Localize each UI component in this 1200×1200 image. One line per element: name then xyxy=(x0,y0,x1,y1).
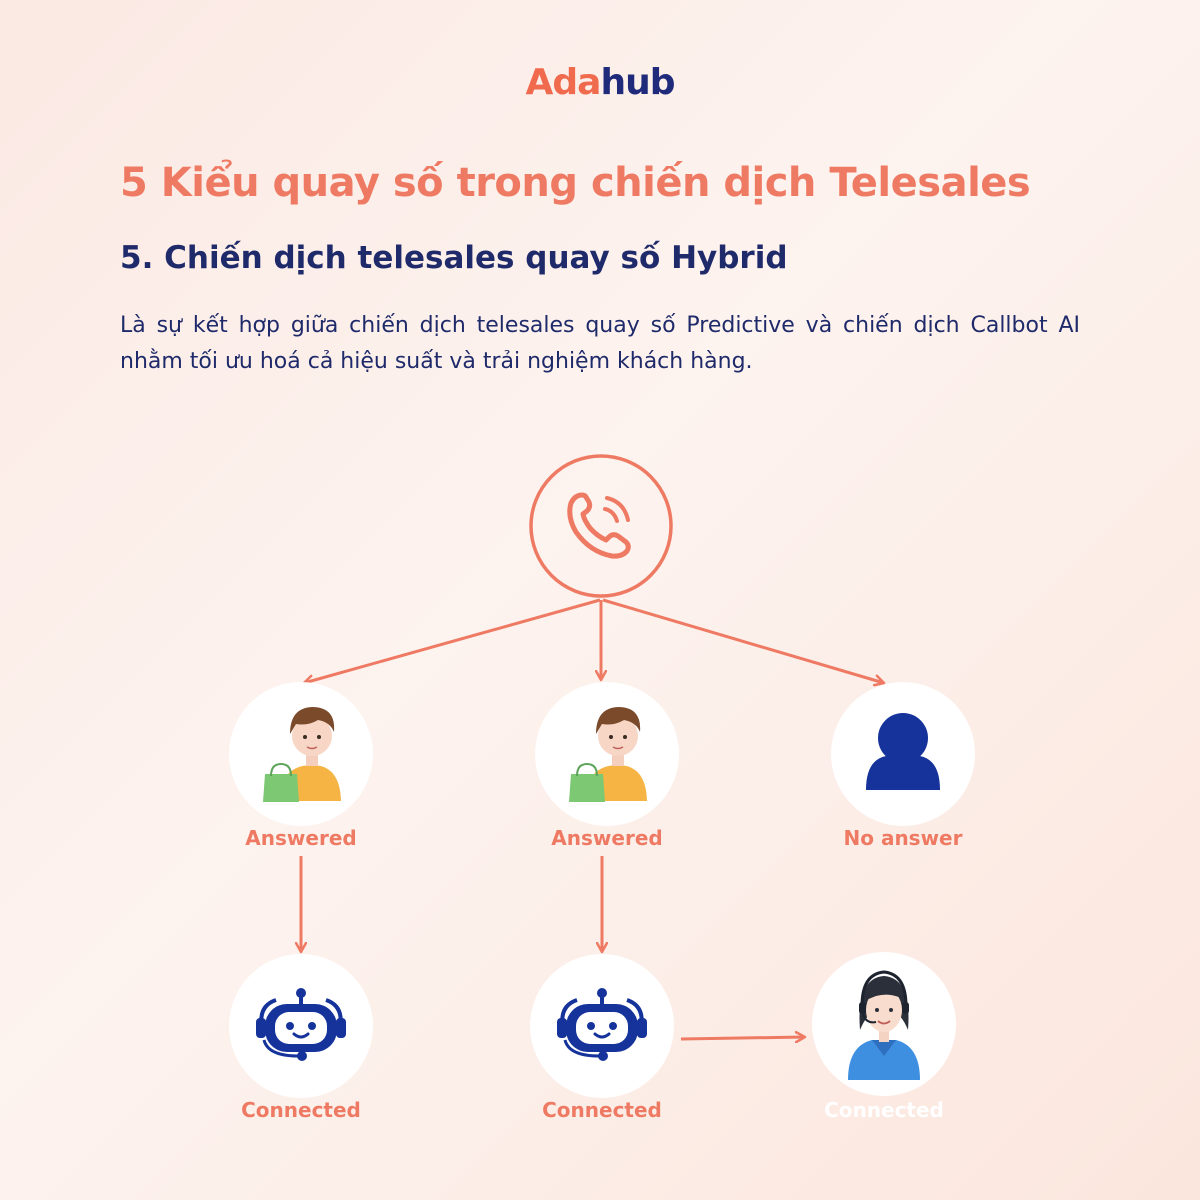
label-connected-robot-2: Connected xyxy=(542,1098,662,1122)
arrow-robot-to-agent xyxy=(680,1037,805,1039)
label-answered-2: Answered xyxy=(551,826,663,850)
label-answered-1: Answered xyxy=(245,826,357,850)
no-answer-node xyxy=(831,682,975,826)
page-title: 5 Kiểu quay số trong chiến dịch Telesale… xyxy=(120,160,1031,206)
answered-node-2 xyxy=(535,682,679,826)
logo-part-hub: hub xyxy=(600,62,675,103)
label-no-answer: No answer xyxy=(843,826,963,850)
subtitle-text: Chiến dịch telesales quay số Hybrid xyxy=(153,240,788,276)
agent-icon xyxy=(848,970,920,1080)
answered-node-1 xyxy=(229,682,373,826)
user-silhouette-icon xyxy=(866,713,940,790)
robot-icon xyxy=(557,988,647,1061)
customer-icon xyxy=(569,707,647,802)
arrow-root-to-answered-1 xyxy=(304,598,601,683)
logo-part-ada: Ada xyxy=(525,62,602,103)
section-subtitle: 5. Chiến dịch telesales quay số Hybrid xyxy=(120,240,1100,276)
customer-icon xyxy=(263,707,341,802)
robot-icon xyxy=(256,988,346,1061)
connected-robot-node-2 xyxy=(530,954,674,1098)
root-phone-node xyxy=(529,454,673,598)
connected-agent-node xyxy=(812,952,956,1096)
subtitle-number: 5. xyxy=(120,240,154,276)
arrow-root-to-no-answer xyxy=(602,598,884,683)
label-connected-agent: Connected xyxy=(824,1098,944,1122)
adahub-logo: Adahub xyxy=(0,62,1200,103)
phone-icon xyxy=(567,492,631,559)
connected-robot-node-1 xyxy=(229,954,373,1098)
description-paragraph: Là sự kết hợp giữa chiến dịch telesales … xyxy=(120,313,1080,374)
label-connected-robot-1: Connected xyxy=(241,1098,361,1122)
